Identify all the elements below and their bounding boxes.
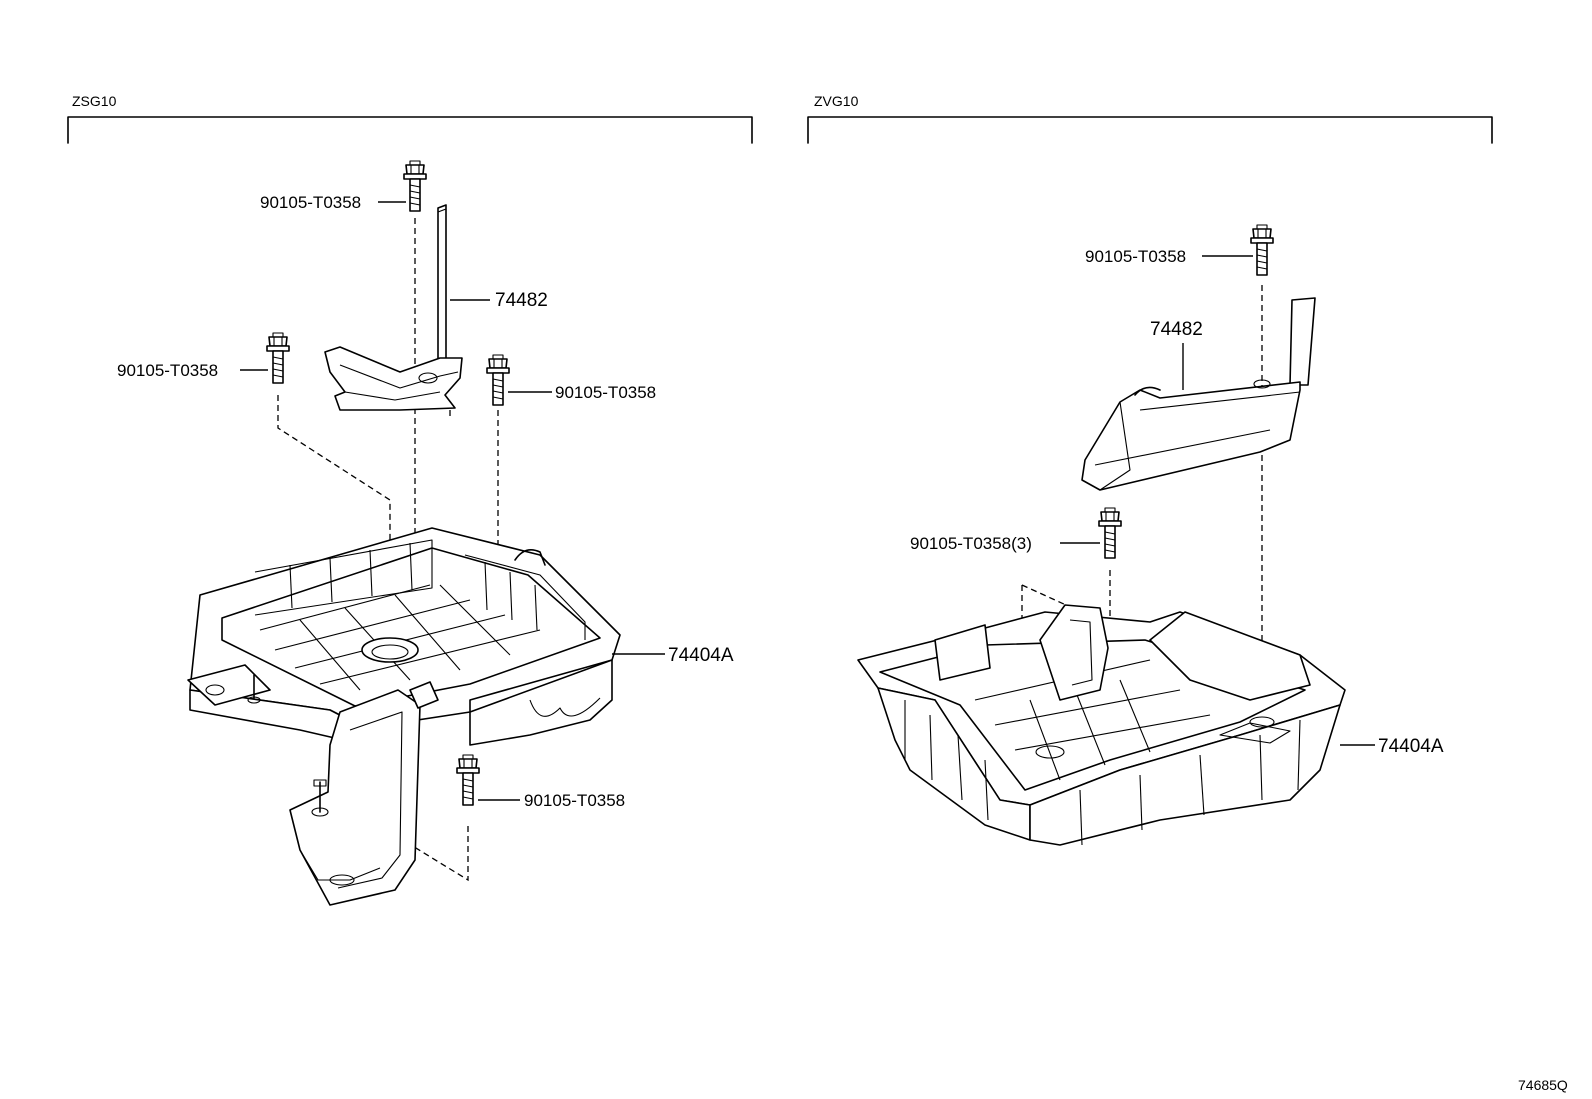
callout-left-clamp: 74482 (495, 290, 548, 311)
section-title-left: ZSG10 (72, 93, 117, 109)
left-battery-clamp (324, 204, 463, 411)
section-bracket-right (807, 116, 1493, 144)
callout-right-clamp: 74482 (1150, 319, 1203, 340)
left-bolt-top (403, 160, 427, 212)
callout-right-tray: 74404A (1378, 736, 1444, 757)
right-battery-tray (857, 604, 1346, 846)
callout-left-bolt-top: 90105-T0358 (260, 193, 361, 212)
callout-right-bolt-top: 90105-T0358 (1085, 247, 1186, 266)
left-battery-tray (187, 527, 621, 906)
callout-left-bolt-bottom: 90105-T0358 (524, 791, 625, 810)
callout-left-tray: 74404A (668, 645, 734, 666)
figure-code: 74685Q (1518, 1077, 1568, 1093)
left-bolt-bottom (456, 754, 480, 806)
left-bolt-mid-right (486, 354, 510, 406)
section-bracket-left (67, 116, 753, 144)
right-bolt-top (1250, 224, 1274, 276)
left-bolt-mid-left (266, 332, 290, 384)
callout-left-bolt-mid-left: 90105-T0358 (117, 361, 218, 380)
right-bolt-mid (1098, 507, 1122, 559)
callout-left-bolt-mid-right: 90105-T0358 (555, 383, 656, 402)
section-title-right: ZVG10 (814, 93, 859, 109)
callout-right-bolt-mid: 90105-T0358(3) (910, 534, 1032, 553)
right-battery-clamp (1081, 297, 1316, 491)
